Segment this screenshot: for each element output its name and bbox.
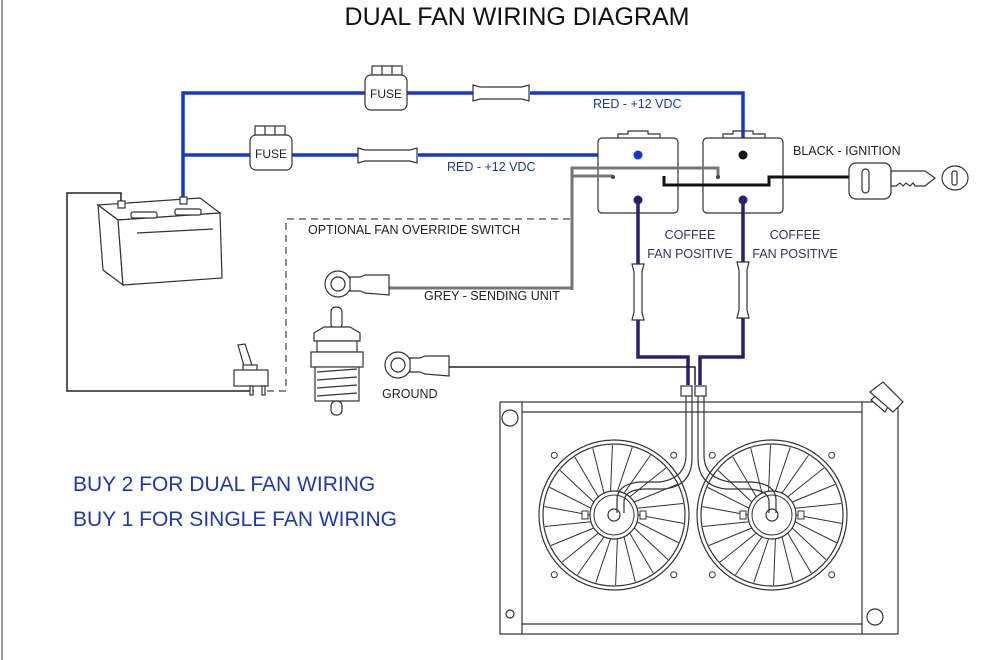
fuse-label-top: FUSE <box>370 87 402 101</box>
fan-blade <box>707 486 750 509</box>
fan-blade <box>574 456 599 498</box>
fan-blade <box>616 447 633 492</box>
fan-mount-tab <box>708 571 716 579</box>
fan-blade <box>629 532 654 574</box>
fan-blade <box>787 467 825 498</box>
fan-blade <box>750 448 763 494</box>
fan-mount-tab <box>550 451 558 459</box>
ignition-key-icon <box>848 162 969 200</box>
coffee-fan-positive-wire-left <box>636 200 690 385</box>
fan-blade <box>708 527 752 546</box>
note-single-fan: BUY 1 FOR SINGLE FAN WIRING <box>73 508 397 531</box>
fuse-icon: FUSE <box>364 65 408 111</box>
fan-mount-tab <box>550 571 558 579</box>
toggle-switch-icon <box>233 343 269 396</box>
coffee-fan-positive-wire-right <box>698 200 745 385</box>
ring-terminal-icon <box>324 270 390 298</box>
grey-sending-unit-label: GREY - SENDING UNIT <box>424 289 560 303</box>
image-left-border <box>1 0 3 660</box>
fan-mount-tab <box>670 571 678 579</box>
butt-connector-icon <box>472 84 530 102</box>
ground-wire <box>449 366 696 385</box>
black-ignition-label: BLACK - IGNITION <box>793 144 901 158</box>
fan-blade <box>577 536 605 576</box>
fan-mount-tab <box>670 451 678 459</box>
red-12v-wire-top <box>181 91 745 200</box>
fan-motor-bracket <box>739 510 747 520</box>
fan-blade <box>791 527 827 560</box>
fan-blade <box>623 454 651 494</box>
fan-motor-ring <box>593 494 635 536</box>
fan-blade <box>781 454 809 494</box>
fan-motor-bracket <box>639 510 647 520</box>
coffee-label-left: COFFEE <box>665 228 716 242</box>
fan-blade <box>774 447 791 492</box>
fan-shroud-outer <box>696 439 848 591</box>
fan-blade <box>732 456 757 498</box>
relay-icon-right <box>702 130 784 214</box>
fan-blade <box>636 521 679 544</box>
fan-icon-right <box>696 439 848 591</box>
fan-blade <box>768 444 771 492</box>
butt-connector-icon <box>736 261 750 319</box>
fan-motor-bracket <box>797 510 805 520</box>
fan-blade <box>781 536 794 582</box>
fan-mount-tab <box>828 451 836 459</box>
fuse-icon: FUSE <box>249 125 293 171</box>
fan-shroud-inner <box>542 443 686 587</box>
fan-positive-label-left: FAN POSITIVE <box>647 247 732 261</box>
fan-blade <box>549 486 592 509</box>
black-ignition-wire <box>662 175 850 187</box>
optional-override-label: OPTIONAL FAN OVERRIDE SWITCH <box>308 223 520 237</box>
ground-label: GROUND <box>382 387 438 401</box>
fan-blade <box>794 521 837 544</box>
fan-blade <box>735 536 763 576</box>
fan-connector-icon <box>680 385 707 397</box>
fan-blade <box>550 527 594 546</box>
note-dual-fan: BUY 2 FOR DUAL FAN WIRING <box>73 473 375 496</box>
diagram-title: DUAL FAN WIRING DIAGRAM <box>345 3 690 31</box>
fan-blade <box>717 470 753 503</box>
radiator-cap-icon <box>869 381 904 413</box>
fan-blade <box>792 484 836 503</box>
fan-harness-wires <box>616 396 777 513</box>
radiator-icon <box>499 381 904 635</box>
coffee-label-right: COFFEE <box>770 228 821 242</box>
fuse-label-bottom: FUSE <box>255 147 287 161</box>
battery-ground-wire <box>66 192 254 392</box>
fan-blade <box>794 502 842 509</box>
fan-blade <box>559 470 595 503</box>
fan-positive-label-right: FAN POSITIVE <box>752 247 837 261</box>
temperature-sending-unit-icon <box>310 306 364 416</box>
fan-shroud-outer <box>538 439 690 591</box>
fan-blade <box>773 538 776 586</box>
fan-motor-bracket <box>581 510 589 520</box>
butt-connector-icon <box>357 147 418 164</box>
fan-blade <box>544 521 592 528</box>
fan-blade <box>787 532 812 574</box>
fan-blade <box>753 538 770 583</box>
fan-blade <box>719 532 757 563</box>
fan-mount-tab <box>708 451 716 459</box>
fan-blade <box>636 502 684 509</box>
battery-icon <box>96 196 223 287</box>
fan-mount-tab <box>828 571 836 579</box>
fan-blade <box>702 521 750 528</box>
fan-hub <box>607 508 621 522</box>
red-12v-label-bottom: RED - +12 VDC <box>447 160 536 174</box>
fan-blade <box>561 532 599 563</box>
fan-blade <box>595 538 612 583</box>
fan-blade <box>623 536 636 582</box>
fan-motor-ring <box>751 494 793 536</box>
butt-connector-icon <box>631 263 645 321</box>
fan-shroud-inner <box>700 443 844 587</box>
ring-terminal-icon <box>384 351 450 379</box>
fan-blade <box>592 448 605 494</box>
fan-blade <box>610 444 613 492</box>
red-12v-label-top: RED - +12 VDC <box>593 97 682 111</box>
fan-blade <box>634 484 678 503</box>
fan-blade <box>615 538 618 586</box>
fan-blade <box>633 527 669 560</box>
